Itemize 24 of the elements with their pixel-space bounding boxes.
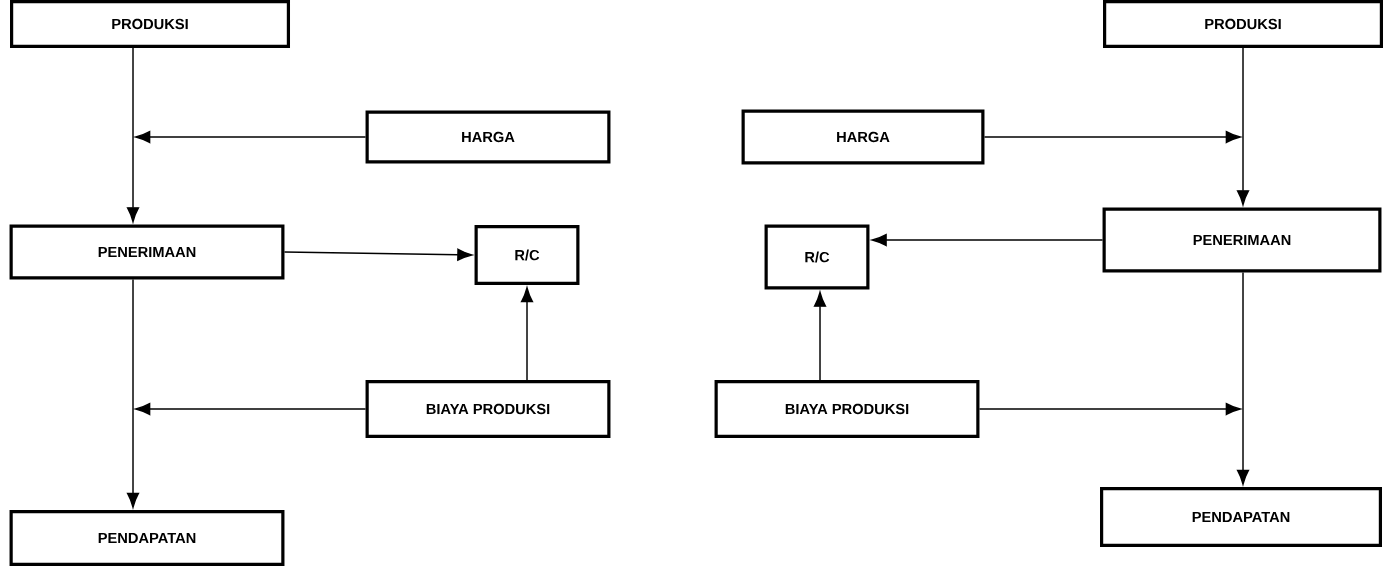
arrow: [283, 248, 473, 261]
arrow: [135, 402, 367, 416]
arrow: [1236, 271, 1250, 485]
process-box: PENDAPATAN: [9, 510, 285, 566]
process-box: BIAYA PRODUKSI: [365, 380, 611, 438]
arrow: [135, 130, 367, 144]
arrow: [983, 130, 1241, 144]
arrow: [978, 402, 1241, 416]
arrow: [126, 278, 140, 508]
process-box: R/C: [474, 225, 580, 285]
process-box: PENERIMAAN: [9, 224, 285, 280]
process-box: HARGA: [365, 110, 611, 164]
process-box: PRODUKSI: [10, 0, 290, 48]
process-box: PENDAPATAN: [1100, 487, 1382, 547]
arrow: [520, 287, 534, 381]
arrow: [1236, 47, 1250, 206]
process-box: PRODUKSI: [1103, 0, 1383, 48]
process-box: HARGA: [741, 109, 985, 165]
arrow: [871, 233, 1104, 247]
arrow: [126, 47, 140, 223]
arrow: [813, 291, 827, 381]
process-box: PENERIMAAN: [1102, 207, 1382, 273]
process-box: BIAYA PRODUKSI: [714, 380, 980, 438]
process-box: R/C: [764, 224, 870, 290]
